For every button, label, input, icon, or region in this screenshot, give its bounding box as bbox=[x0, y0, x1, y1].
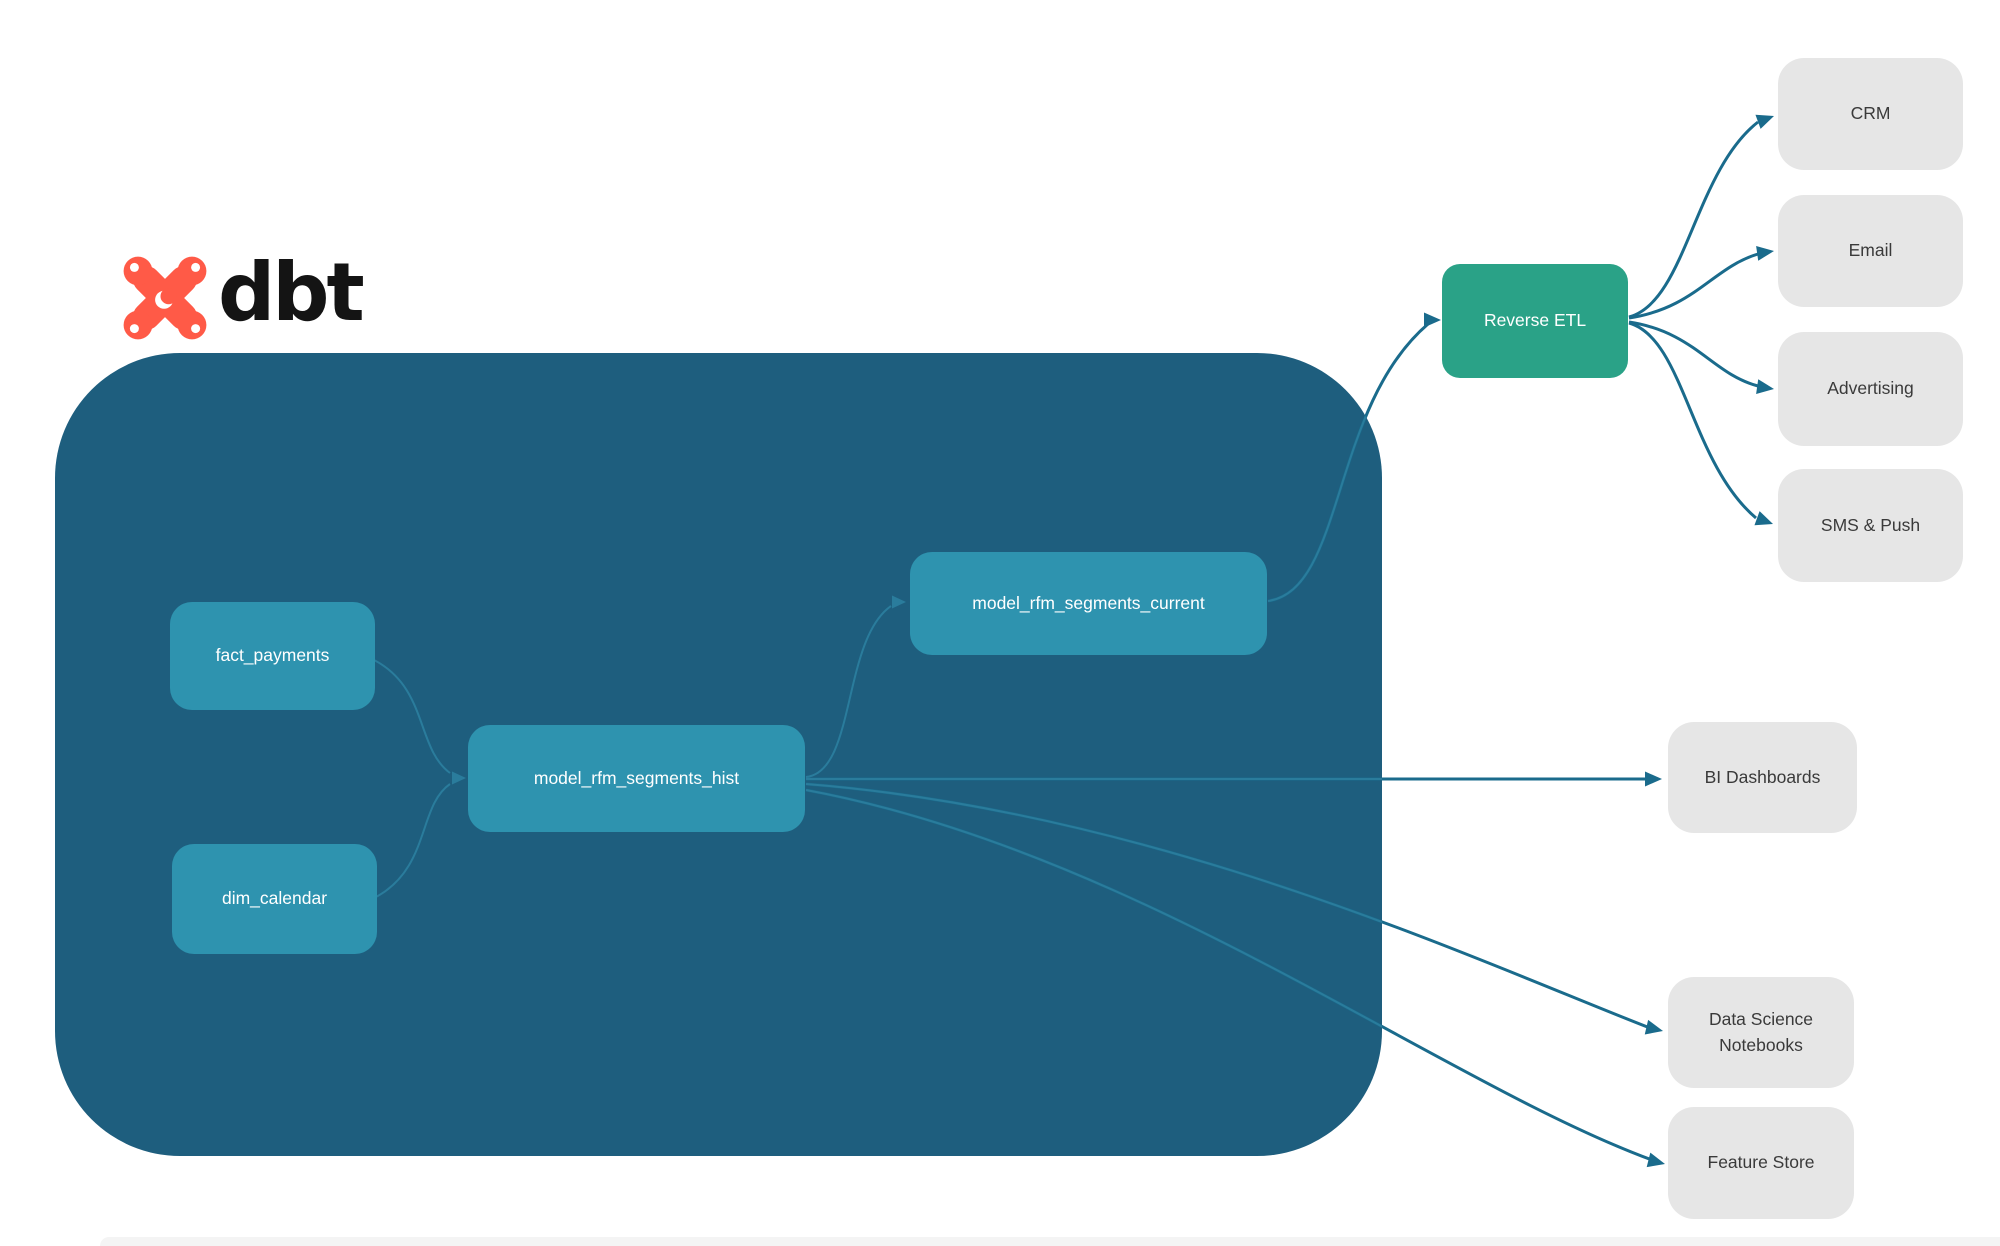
node-dim-calendar: dim_calendar bbox=[172, 844, 377, 954]
node-model-rfm-segments-current-label: model_rfm_segments_current bbox=[972, 592, 1205, 613]
node-reverse-etl: Reverse ETL bbox=[1442, 264, 1628, 378]
edge-reverse-etl-to-sms bbox=[1628, 321, 1757, 520]
node-fact-payments-label: fact_payments bbox=[215, 645, 330, 666]
node-fact-payments: fact_payments bbox=[170, 602, 375, 710]
node-feature-store: Feature Store bbox=[1668, 1107, 1854, 1219]
edge-reverse-etl-to-crm bbox=[1628, 120, 1759, 319]
arrowhead-advertising bbox=[1756, 379, 1774, 395]
arrowhead-reverse-etl bbox=[1424, 312, 1441, 328]
arrowhead-bi bbox=[1645, 771, 1662, 787]
dbt-logo-icon bbox=[123, 256, 207, 340]
node-model-rfm-segments-hist-label: model_rfm_segments_hist bbox=[533, 767, 740, 788]
edge-reverse-etl-to-advertising bbox=[1628, 320, 1759, 388]
bottom-edge-band bbox=[100, 1237, 2000, 1246]
node-data-science-notebooks: Data Science Notebooks bbox=[1668, 977, 1854, 1088]
dbt-logo: dbt bbox=[120, 246, 365, 343]
node-bi-dashboards-label: BI Dashboards bbox=[1704, 766, 1821, 787]
arrowhead-email bbox=[1756, 245, 1774, 261]
node-advertising: Advertising bbox=[1778, 332, 1963, 446]
node-data-science-notebooks-label: Data Science Notebooks bbox=[1708, 1009, 1814, 1055]
node-sms-push: SMS & Push bbox=[1778, 469, 1963, 582]
node-crm-label: CRM bbox=[1850, 103, 1891, 124]
edge-reverse-etl-to-email bbox=[1628, 252, 1759, 320]
arrowhead-sms bbox=[1754, 511, 1773, 526]
dbt-wordmark: dbt bbox=[218, 246, 365, 339]
arrowhead-fs bbox=[1646, 1152, 1665, 1168]
node-email-label: Email bbox=[1848, 240, 1893, 261]
node-model-rfm-segments-current: model_rfm_segments_current bbox=[910, 552, 1267, 655]
node-crm: CRM bbox=[1778, 58, 1963, 170]
node-email: Email bbox=[1778, 195, 1963, 307]
arrowhead-crm bbox=[1755, 114, 1774, 129]
node-feature-store-label: Feature Store bbox=[1707, 1152, 1815, 1173]
node-advertising-label: Advertising bbox=[1827, 378, 1914, 399]
node-model-rfm-segments-hist: model_rfm_segments_hist bbox=[468, 725, 805, 832]
arrowhead-dsn bbox=[1644, 1019, 1663, 1035]
node-dim-calendar-label: dim_calendar bbox=[221, 888, 328, 909]
node-sms-push-label: SMS & Push bbox=[1820, 514, 1921, 535]
node-reverse-etl-label: Reverse ETL bbox=[1483, 310, 1587, 331]
node-bi-dashboards: BI Dashboards bbox=[1668, 722, 1857, 833]
